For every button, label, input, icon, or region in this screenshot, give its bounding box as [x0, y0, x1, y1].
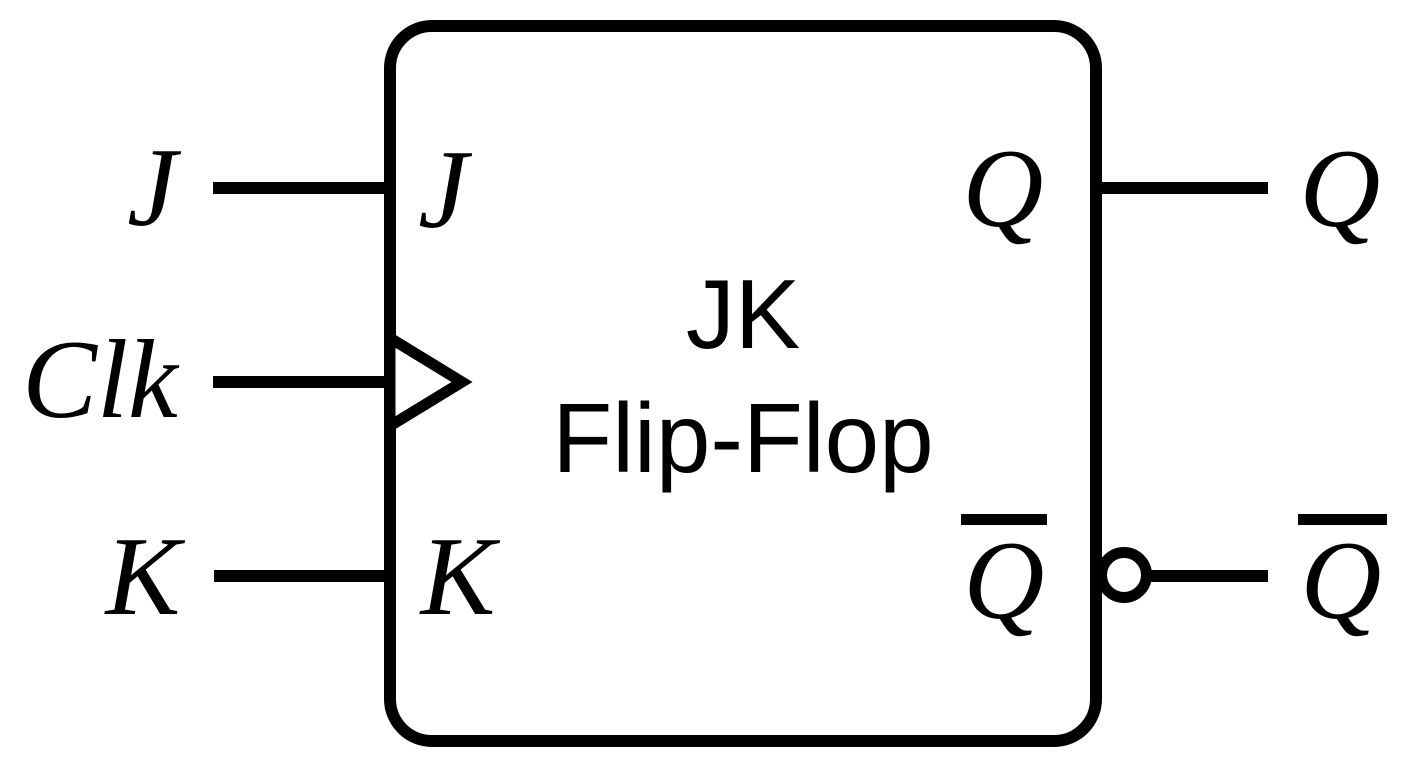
- flipflop-body: [384, 20, 1102, 747]
- overline-bar-external: [1298, 514, 1387, 525]
- wire-input-k: [214, 570, 388, 582]
- flipflop-title: JK Flip-Flop: [552, 252, 933, 500]
- wire-output-q: [1098, 182, 1268, 194]
- label-internal-j: J: [418, 128, 468, 252]
- wire-input-j: [213, 182, 388, 194]
- title-line-2: Flip-Flop: [552, 383, 934, 493]
- label-external-clk: Clk: [22, 318, 178, 442]
- overline-bar-internal: [961, 514, 1047, 525]
- title-line-1: JK: [685, 259, 801, 369]
- label-internal-q: Q: [962, 127, 1044, 251]
- label-external-j: J: [127, 126, 177, 250]
- inversion-bubble-icon: [1096, 547, 1152, 603]
- label-external-q: Q: [1299, 127, 1381, 251]
- label-internal-k: K: [420, 515, 496, 639]
- label-external-k: K: [105, 515, 181, 639]
- label-external-q-bar: Q: [1300, 519, 1382, 643]
- wire-input-clk: [213, 376, 388, 388]
- label-internal-q-bar: Q: [963, 519, 1045, 643]
- wire-output-q-bar: [1150, 570, 1268, 582]
- edge-trigger-icon: [384, 330, 473, 434]
